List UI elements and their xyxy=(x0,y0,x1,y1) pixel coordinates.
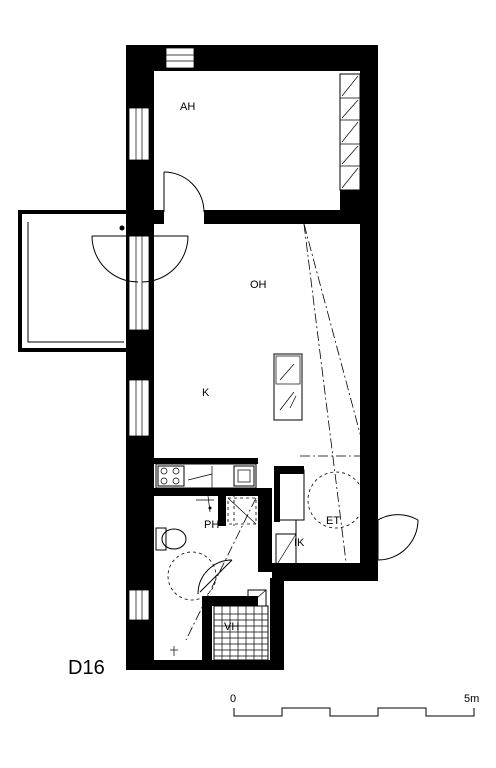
room-label-k: K xyxy=(202,387,210,399)
doors xyxy=(91,171,419,595)
room-label-ik: IK xyxy=(294,537,305,549)
stairs xyxy=(170,589,269,661)
kitchen-fixtures xyxy=(155,353,303,489)
balcony xyxy=(18,210,128,352)
room-label-oh: OH xyxy=(250,279,267,291)
scale-start-label: 0 xyxy=(230,693,236,705)
hall-fixtures xyxy=(275,223,367,563)
room-label-ph: PH xyxy=(204,519,219,531)
scale-end-label: 5m xyxy=(464,693,479,705)
bathroom-fixtures xyxy=(155,470,257,641)
plan-title: D16 xyxy=(68,657,105,679)
room-label-ah: AH xyxy=(180,101,195,113)
windows xyxy=(128,47,195,621)
room-label-et: ET xyxy=(326,515,340,527)
room-label-vh: VH xyxy=(224,621,239,633)
scale-bar: 0 5m xyxy=(230,693,479,717)
wardrobe xyxy=(339,73,361,191)
